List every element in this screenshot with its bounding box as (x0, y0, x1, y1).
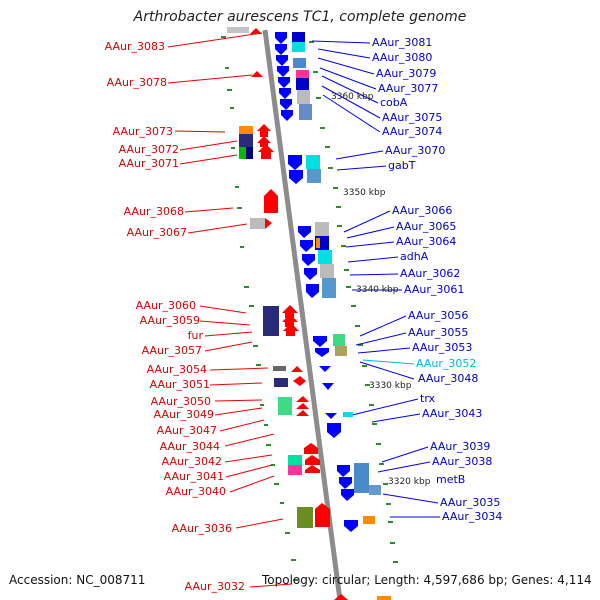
coord-label-3330: 3330 kbp (369, 381, 412, 391)
gene-label[interactable]: AAur_3054 (146, 363, 207, 376)
gene-label[interactable]: AAur_3038 (432, 455, 493, 468)
gene-label[interactable]: AAur_3053 (412, 341, 473, 354)
gene-label[interactable]: AAur_3036 (171, 522, 232, 535)
gene-label[interactable]: AAur_3041 (163, 470, 224, 483)
gene-label[interactable]: gabT (388, 159, 416, 172)
gene-label[interactable]: AAur_3070 (385, 144, 446, 157)
gene-label[interactable]: AAur_3043 (422, 407, 483, 420)
gene-label[interactable]: AAur_3051 (149, 378, 210, 391)
gene-label[interactable]: AAur_3062 (400, 267, 461, 280)
gene-label[interactable]: AAur_3059 (139, 314, 200, 327)
gene-label[interactable]: AAur_3075 (382, 111, 443, 124)
gene-label[interactable]: AAur_3032 (184, 580, 245, 593)
leader-lines-minus (167, 32, 293, 588)
gene-label[interactable]: AAur_3067 (126, 226, 187, 239)
genome-axis (262, 29, 343, 600)
gene-label[interactable]: AAur_3057 (141, 344, 202, 357)
gene-label[interactable]: AAur_3040 (165, 485, 226, 498)
leader-line-highlight (362, 359, 415, 365)
gene-label[interactable]: AAur_3078 (106, 76, 167, 89)
gene-label[interactable]: AAur_3049 (153, 408, 214, 421)
topology-label: Topology: circular; Length: 4,597,686 bp… (262, 573, 592, 587)
gene-label[interactable]: metB (436, 473, 466, 486)
coord-label-3350: 3350 kbp (343, 188, 386, 198)
gene-label[interactable]: AAur_3066 (392, 204, 453, 217)
gene-label[interactable]: AAur_3073 (112, 125, 173, 138)
gene-label[interactable]: AAur_3039 (430, 440, 491, 453)
gene-label[interactable]: AAur_3056 (408, 309, 469, 322)
gene-label[interactable]: AAur_3060 (135, 299, 196, 312)
gene-label[interactable]: AAur_3044 (159, 440, 220, 453)
gene-label[interactable]: AAur_3055 (408, 326, 469, 339)
plus-strand-genes (275, 32, 391, 600)
gene-label[interactable]: AAur_3042 (161, 455, 222, 468)
gene-label[interactable]: AAur_3064 (396, 235, 457, 248)
coord-label-3320: 3320 kbp (388, 477, 431, 487)
gene-label[interactable]: AAur_3065 (396, 220, 457, 233)
gene-label[interactable]: AAur_3047 (156, 424, 217, 437)
gene-label[interactable]: AAur_3061 (404, 283, 465, 296)
gene-label[interactable]: AAur_3034 (442, 510, 503, 523)
accession-label: Accession: NC_008711 (9, 573, 146, 587)
gene-label[interactable]: AAur_3050 (150, 395, 211, 408)
gene-label-highlighted[interactable]: AAur_3052 (416, 357, 477, 370)
gene-label[interactable]: AAur_3068 (123, 205, 184, 218)
coord-label-3360: 3360 kbp (331, 92, 374, 102)
gene-label[interactable]: AAur_3072 (118, 143, 179, 156)
gene-label[interactable]: AAur_3083 (104, 40, 165, 53)
leader-lines-plus (311, 40, 440, 518)
gene-label[interactable]: AAur_3071 (118, 157, 179, 170)
gene-label[interactable]: AAur_3074 (382, 125, 443, 138)
map-title: Arthrobacter aurescens TC1, complete gen… (133, 9, 467, 25)
tick-marks (221, 36, 398, 581)
gene-label[interactable]: adhA (400, 250, 429, 263)
gene-label[interactable]: AAur_3080 (372, 51, 433, 64)
gene-label[interactable]: AAur_3035 (440, 496, 501, 509)
gene-label[interactable]: AAur_3077 (378, 82, 439, 95)
coord-label-3340: 3340 kbp (356, 285, 399, 295)
gene-label[interactable]: fur (187, 329, 203, 342)
minus-strand-genes (227, 27, 348, 600)
gene-label[interactable]: AAur_3081 (372, 36, 433, 49)
gene-label[interactable]: AAur_3079 (376, 67, 437, 80)
gene-label[interactable]: AAur_3048 (418, 372, 479, 385)
gene-label[interactable]: cobA (380, 96, 408, 109)
gene-label[interactable]: trx (420, 392, 436, 405)
